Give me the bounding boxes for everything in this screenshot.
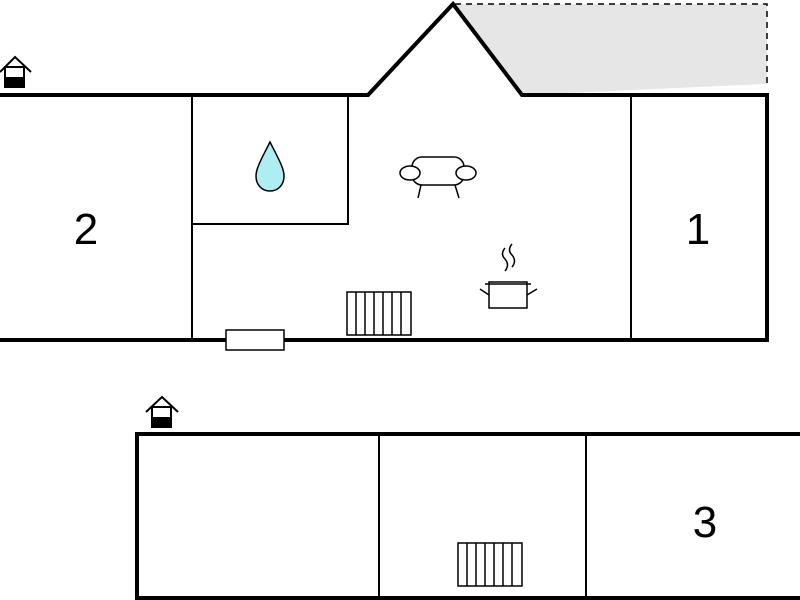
water-drop-icon — [255, 140, 285, 192]
lower-floor-outer-wall — [135, 432, 800, 600]
room-label-3: 3 — [693, 498, 717, 547]
cooking-pot-icon — [479, 243, 538, 309]
house-entrance-icon — [0, 55, 32, 88]
room-label-2: 2 — [74, 205, 98, 254]
terrace-area — [455, 4, 767, 95]
bathroom-wall — [192, 95, 349, 225]
radiator-icon — [457, 542, 523, 587]
sofa-icon — [399, 156, 477, 199]
door-icon — [225, 329, 285, 351]
terrace-dashed-border — [455, 3, 768, 88]
room-label-1: 1 — [686, 205, 710, 254]
radiator-icon — [346, 291, 412, 336]
house-entrance-icon — [145, 395, 179, 428]
upper-floor-outer-wall — [0, 0, 769, 342]
